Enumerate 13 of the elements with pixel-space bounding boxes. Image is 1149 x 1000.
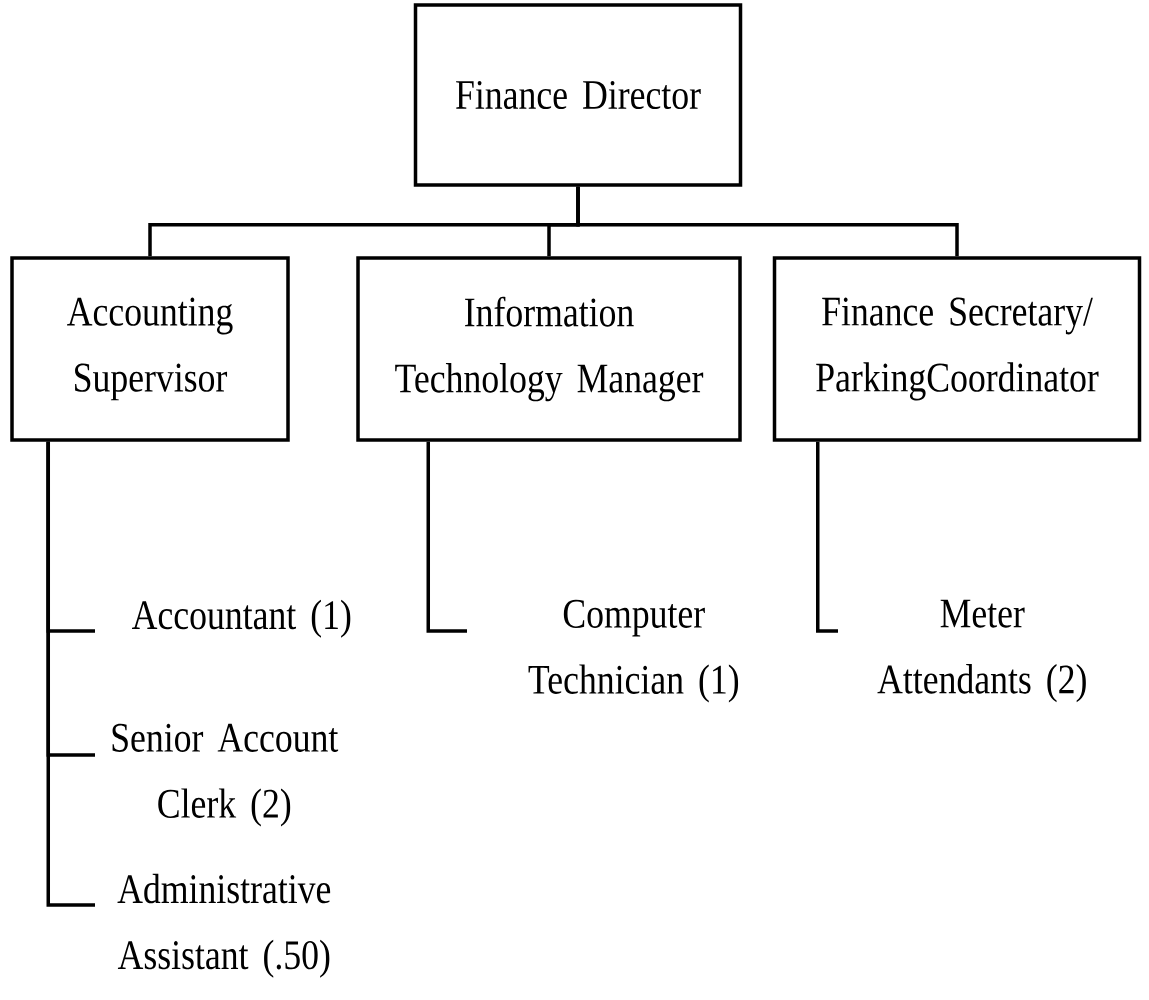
position-label: Computer Technician (1) xyxy=(528,599,739,703)
connector-line xyxy=(816,441,838,633)
connector-line xyxy=(46,441,95,907)
position-label: Senior Account Clerk (2) xyxy=(112,723,339,827)
connector-line xyxy=(426,441,467,633)
position-label: Accountant (1) xyxy=(132,599,351,638)
position-box: Information Technology Manager xyxy=(356,256,742,442)
position-box: Finance Director xyxy=(413,3,743,187)
position-box: Accounting Supervisor xyxy=(10,256,290,442)
position-label: Administrative Assistant (.50) xyxy=(117,873,331,978)
position-label: Meter Attendants (2) xyxy=(877,599,1086,703)
connector-line xyxy=(576,186,959,257)
position-box: Finance Secretary/ ParkingCoordinator xyxy=(772,256,1142,442)
